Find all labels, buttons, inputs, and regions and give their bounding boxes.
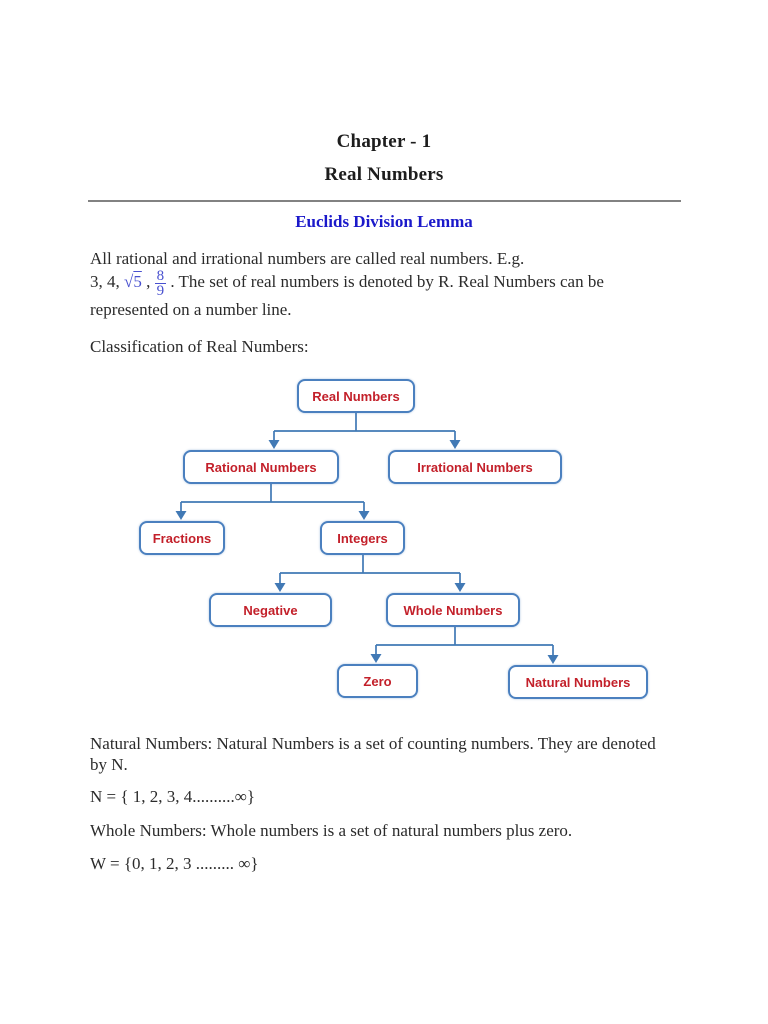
tree-node-irrational-numbers: Irrational Numbers (388, 450, 562, 484)
whole-numbers-set: W = {0, 1, 2, 3 ......... ∞} (90, 854, 259, 873)
tree-node-rational-numbers: Rational Numbers (183, 450, 339, 484)
radical-sign: √ (124, 272, 134, 291)
tree-node-whole-numbers: Whole Numbers (386, 593, 520, 627)
natural-numbers-definition: Natural Numbers: Natural Numbers is a se… (90, 734, 656, 774)
fraction-numerator: 8 (156, 268, 165, 284)
section-heading: Euclids Division Lemma (295, 212, 473, 231)
radicand: 5 (133, 272, 142, 291)
horizontal-divider (88, 200, 681, 202)
tree-node-integers: Integers (320, 521, 405, 555)
examples-prefix: 3, 4, (90, 272, 120, 291)
whole-numbers-definition: Whole Numbers: Whole numbers is a set of… (90, 821, 573, 840)
separator-comma: , (146, 272, 151, 291)
tree-node-natural-numbers: Natural Numbers (508, 665, 648, 699)
chapter-subtitle: Real Numbers (324, 164, 444, 185)
classification-tree-diagram: Real Numbers Rational Numbers Irrational… (0, 368, 768, 713)
tree-node-real-numbers: Real Numbers (297, 379, 415, 413)
intro-continuation: . The set of real numbers is denoted by … (90, 272, 604, 319)
tree-connectors (175, 413, 559, 664)
classification-label: Classification of Real Numbers: (90, 337, 309, 356)
tree-node-negative: Negative (209, 593, 332, 627)
chapter-title: Chapter - 1 (336, 131, 432, 152)
arrowheads (175, 440, 559, 664)
natural-numbers-set: N = { 1, 2, 3, 4..........∞} (90, 787, 256, 806)
fraction-denominator: 9 (154, 283, 167, 300)
intro-paragraph: All rational and irrational numbers are … (90, 248, 675, 320)
intro-line1: All rational and irrational numbers are … (90, 249, 525, 268)
tree-node-zero: Zero (337, 664, 418, 698)
tree-node-fractions: Fractions (139, 521, 225, 555)
sqrt-term: √5 (124, 272, 142, 291)
